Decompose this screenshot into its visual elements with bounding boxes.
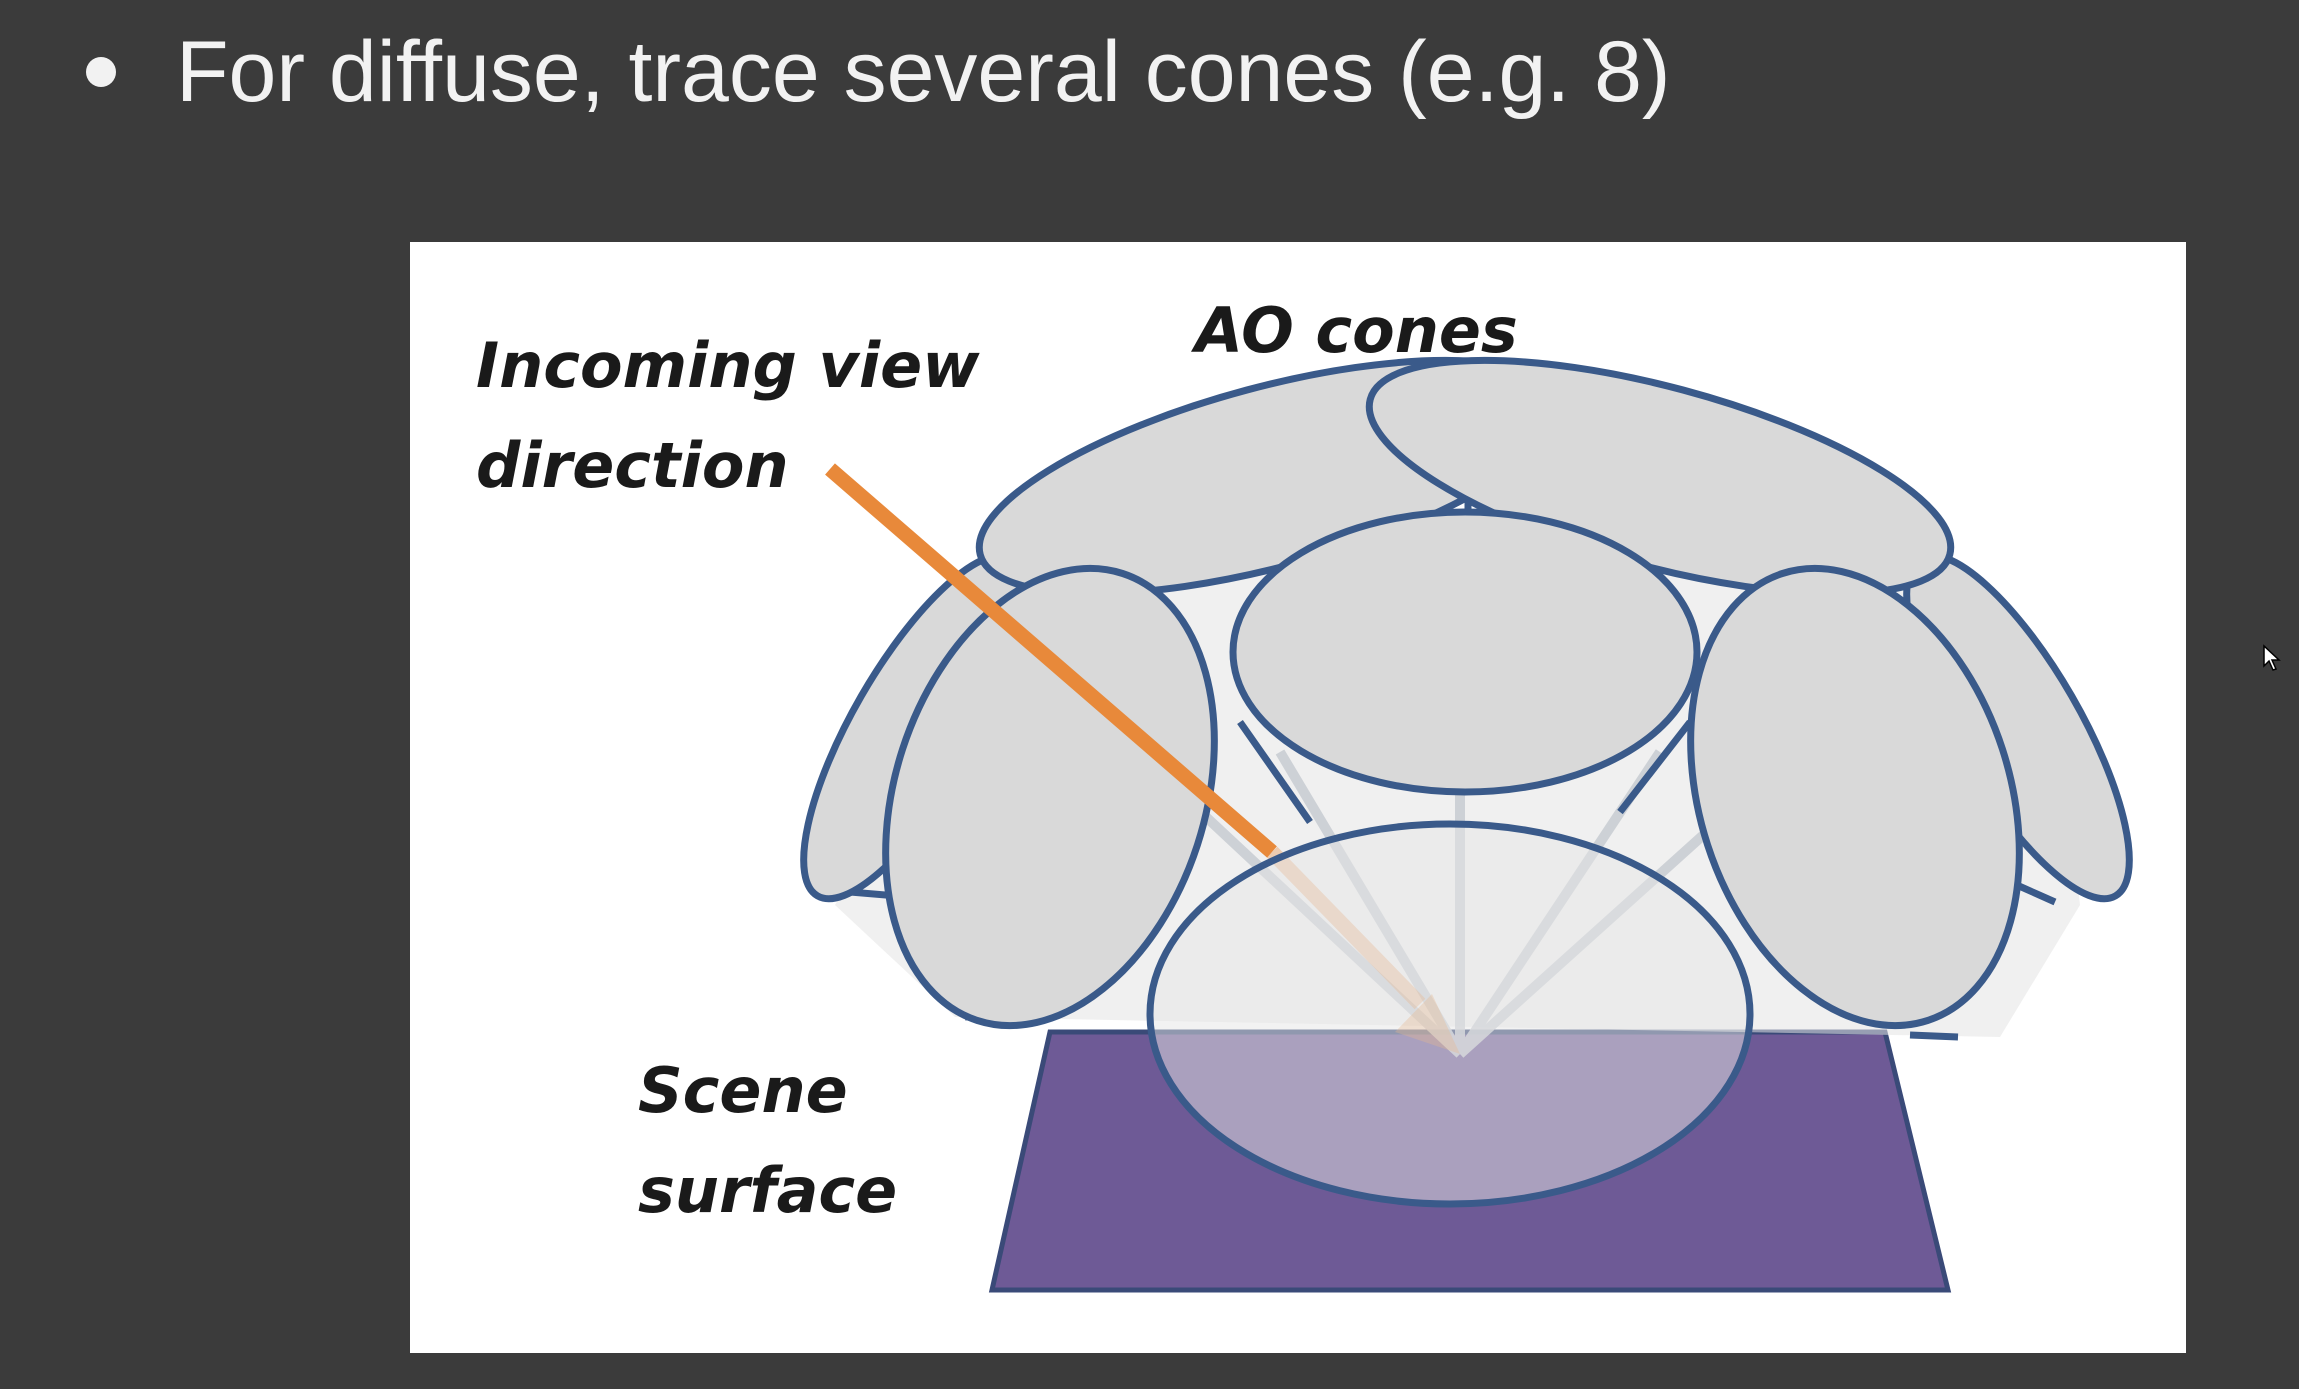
cone-ellipse-left (882, 564, 1218, 1030)
label-scene-line1: Scene (638, 1054, 848, 1127)
label-ao-cones: AO cones (1190, 294, 1518, 367)
bullet-dot-icon (86, 57, 116, 87)
bullet-text: For diffuse, trace several cones (e.g. 8… (176, 24, 1671, 120)
label-scene-line2: surface (638, 1154, 897, 1227)
cone-ellipse-right (1687, 564, 2023, 1030)
mouse-pointer-icon (2263, 644, 2281, 671)
ao-cones-figure: Incoming view direction AO cones Scene s… (410, 242, 2186, 1353)
cones-diagram: Incoming view direction AO cones Scene s… (476, 294, 2133, 1293)
cone-ellipse-front (1146, 820, 1754, 1208)
cone-ellipse-center (1229, 508, 1701, 796)
bullet-item: For diffuse, trace several cones (e.g. 8… (86, 18, 1671, 126)
label-incoming-line1: Incoming view (476, 329, 980, 402)
label-incoming-line2: direction (476, 429, 789, 502)
